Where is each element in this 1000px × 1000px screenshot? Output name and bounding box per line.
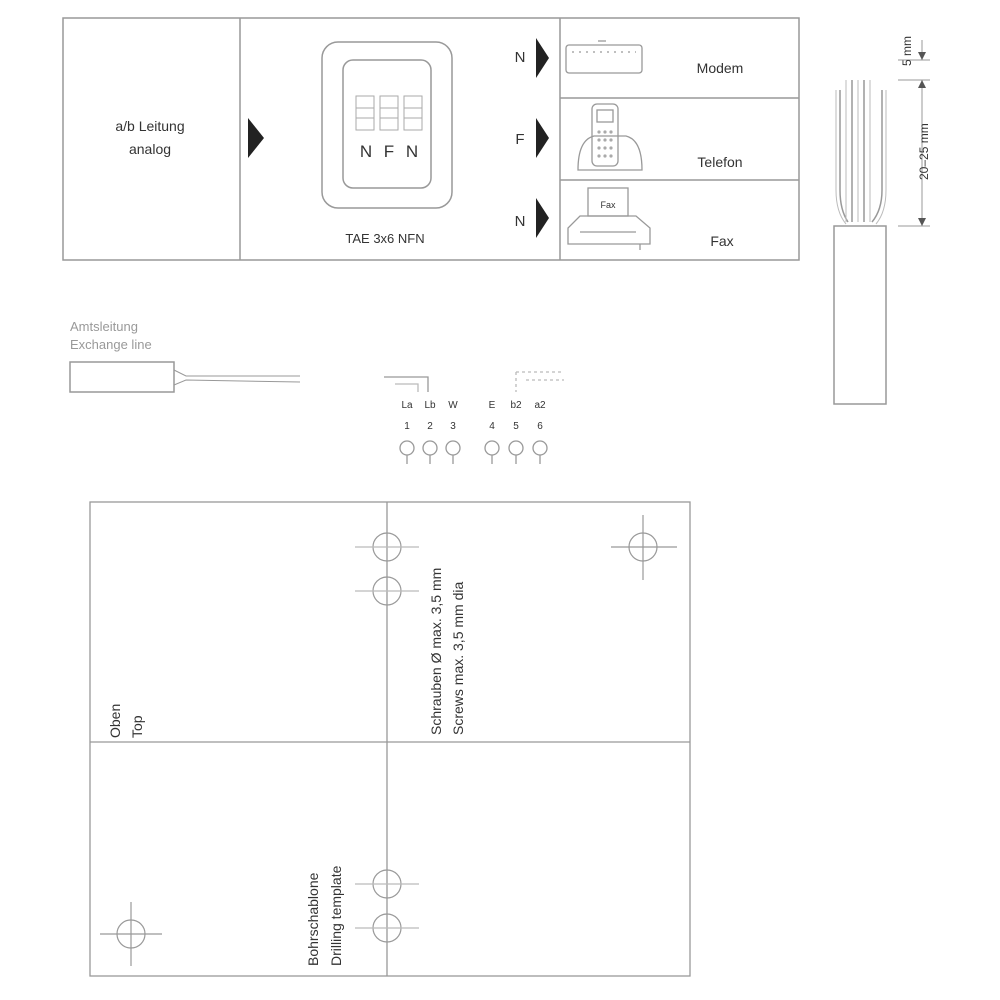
drill-hole-1-icon <box>355 532 419 562</box>
drilling-template <box>89 501 691 977</box>
template-top-de: Oben <box>107 704 123 738</box>
port-arrow-icon-2 <box>536 118 549 158</box>
terminal-screw-3 <box>445 440 461 456</box>
port-letter-n1: N <box>515 49 526 66</box>
cable-sheath <box>833 225 887 405</box>
terminal-screw-6 <box>532 440 548 456</box>
terminal-number-5: 5 <box>513 421 519 432</box>
dim-arrow-icon-3 <box>918 218 926 226</box>
socket-contacts <box>355 95 423 131</box>
port-letter-f: F <box>515 131 524 148</box>
dim-label-side: 20–25 mm <box>917 123 931 180</box>
terminal-signal-labels: La Lb W E b2 a2 <box>401 400 546 411</box>
drill-hole-2-icon <box>355 576 419 606</box>
socket-contact-n1 <box>355 95 375 131</box>
top-panel <box>62 17 800 261</box>
line-label-2: analog <box>129 141 171 157</box>
terminal-screw-2 <box>422 440 438 456</box>
terminal-signal-3: W <box>448 400 458 411</box>
terminal-numbers: 1 2 3 4 5 6 <box>404 421 543 432</box>
drill-hole-5-icon <box>355 913 419 943</box>
dim-arrow-icon-1 <box>918 52 926 60</box>
input-arrow-icon <box>248 118 264 158</box>
device-label-modem: Modem <box>697 60 744 76</box>
terminal-signal-1: La <box>401 400 413 411</box>
telephone-icon <box>577 103 643 171</box>
device-label-telefon: Telefon <box>697 154 742 170</box>
socket-letter-f: F <box>384 142 394 161</box>
line-label-1: a/b Leitung <box>115 118 184 134</box>
terminal-number-1: 1 <box>404 421 410 432</box>
drill-hole-3-icon <box>611 515 677 580</box>
fax-paper-label: Fax <box>600 200 616 210</box>
terminal-number-6: 6 <box>537 421 543 432</box>
terminal-signal-5: b2 <box>510 400 522 411</box>
drill-hole-4-icon <box>355 869 419 899</box>
terminal-screw-1 <box>399 440 415 456</box>
template-screws-en: Screws max. 3,5 mm dia <box>450 582 466 735</box>
terminal-number-4: 4 <box>489 421 495 432</box>
terminal-signal-2: Lb <box>424 400 436 411</box>
drill-holes <box>100 515 677 966</box>
terminal-number-3: 3 <box>450 421 456 432</box>
cable-wire-1 <box>839 90 849 223</box>
socket-letter-n1: N <box>360 142 372 161</box>
terminal-block <box>384 371 564 392</box>
socket-contact-n2 <box>403 95 423 131</box>
cable-diagram <box>833 40 930 405</box>
socket-name: TAE 3x6 NFN <box>345 231 424 246</box>
exchange-label-de: Amtsleitung <box>70 319 138 334</box>
template-screws-de: Schrauben Ø max. 3,5 mm <box>428 568 444 735</box>
fax-icon <box>567 187 651 250</box>
socket-letter-n2: N <box>406 142 418 161</box>
terminal-screw-5 <box>508 440 524 456</box>
terminal-bracket-left <box>384 376 429 392</box>
terminal-screws <box>399 440 548 464</box>
dim-arrow-icon-2 <box>918 80 926 88</box>
template-drill-en: Drilling template <box>328 865 344 966</box>
template-top-en: Top <box>129 715 145 738</box>
terminal-screw-4 <box>484 440 500 456</box>
device-label-fax: Fax <box>710 233 733 249</box>
port-letter-n2: N <box>515 213 526 230</box>
port-arrow-icon-3 <box>536 198 549 238</box>
exchange-cable <box>69 361 301 393</box>
terminal-number-2: 2 <box>427 421 433 432</box>
template-frame <box>89 501 691 977</box>
drill-hole-6-icon <box>100 902 162 966</box>
exchange-label-en: Exchange line <box>70 337 152 352</box>
top-panel-frame <box>62 17 800 261</box>
socket-contact-f <box>379 95 399 131</box>
template-drill-de: Bohrschablone <box>305 872 321 966</box>
modem-icon <box>565 40 643 74</box>
dim-label-top: 5 mm <box>900 36 914 66</box>
terminal-signal-4: E <box>489 400 496 411</box>
socket-outer-frame <box>321 41 453 209</box>
tae-socket <box>321 41 453 209</box>
port-arrow-icon-1 <box>536 38 549 78</box>
terminal-signal-6: a2 <box>534 400 546 411</box>
cable-wire-4 <box>871 90 883 223</box>
socket-inner-frame <box>342 59 432 189</box>
